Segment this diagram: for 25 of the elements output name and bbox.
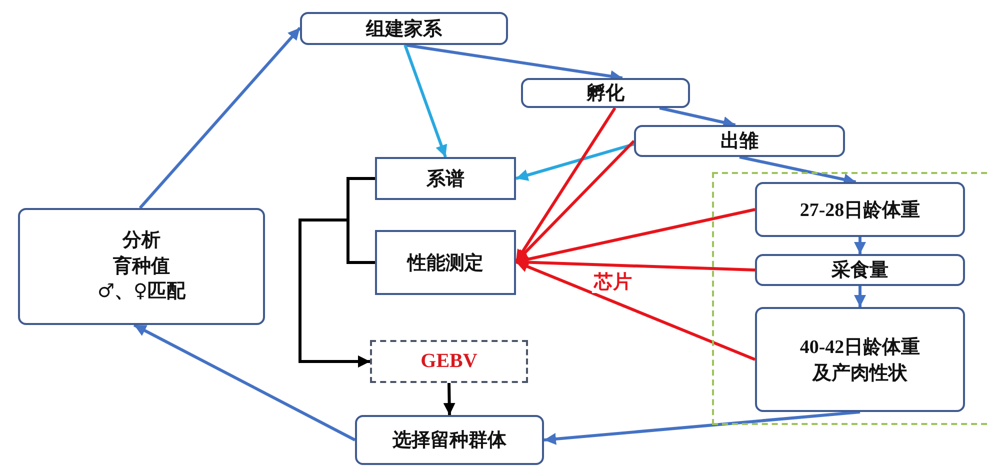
arrow	[404, 44, 448, 158]
arrow	[854, 286, 866, 307]
arrow	[854, 237, 866, 254]
process-box: 40-42日龄体重及产肉性状	[755, 307, 965, 412]
process-box: 出雏	[634, 125, 845, 157]
node-text: ♂、♀匹配	[98, 279, 186, 304]
group-box: 组建家系	[300, 12, 508, 45]
process-box: 27-28日龄体重	[755, 182, 965, 237]
arrow	[298, 218, 375, 368]
arrow	[133, 324, 356, 442]
node-text: 育种值	[113, 254, 170, 279]
arrow	[138, 26, 302, 209]
arrow	[544, 410, 860, 445]
process-box: 采食量	[755, 254, 965, 286]
arrow	[516, 142, 634, 181]
process-box	[18, 208, 265, 325]
result-box: GEBV	[370, 340, 528, 383]
process-box: 性能测定	[375, 230, 516, 295]
process-box: 选择留种群体	[355, 415, 544, 465]
arrow	[443, 382, 456, 416]
arrow	[515, 260, 756, 361]
edge-label: 芯片	[592, 272, 634, 293]
node-text: 分析	[122, 228, 160, 254]
process-box: 孵化	[521, 78, 690, 108]
process-box: 系谱	[375, 157, 516, 200]
